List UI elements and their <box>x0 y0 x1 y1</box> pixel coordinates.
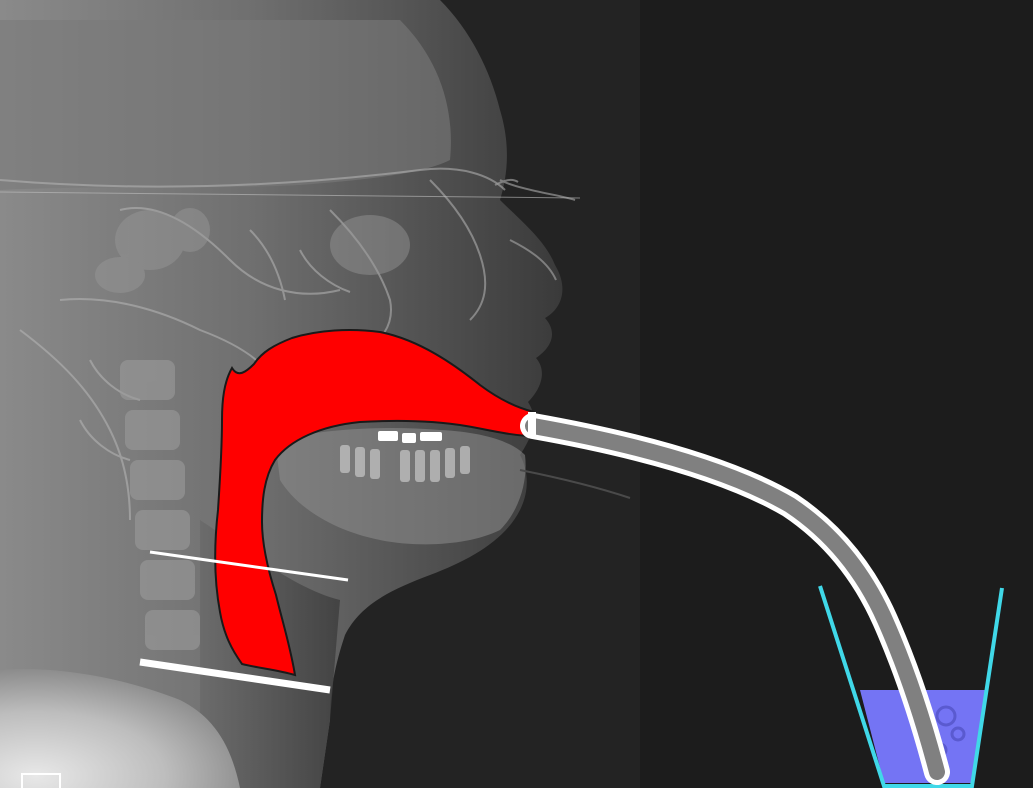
tube-end <box>528 412 536 438</box>
cranial-vault <box>0 20 451 190</box>
